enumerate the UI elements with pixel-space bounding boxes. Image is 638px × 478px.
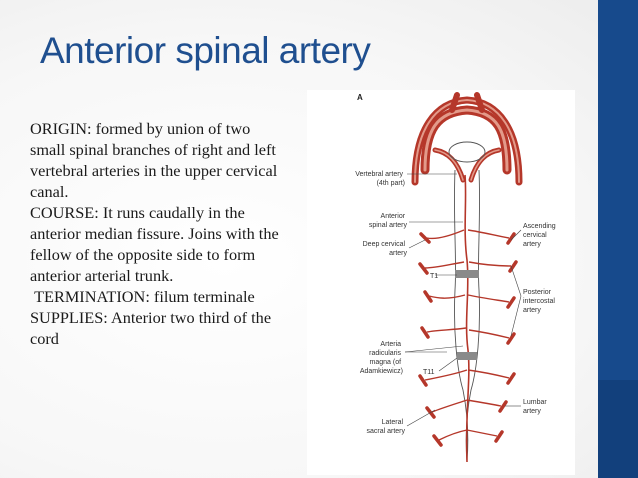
label-deep-cervical-artery: Deep cervical artery: [363, 241, 408, 257]
t11-segment-marker: [457, 352, 477, 360]
diagram-svg: A: [355, 92, 558, 463]
label-ascending-cervical-artery: Ascending cervical artery: [523, 223, 558, 248]
right-segmental-branches: [466, 229, 512, 437]
slide-title: Anterior spinal artery: [40, 30, 371, 71]
label-arteria-radicularis: Arteria radicularis magna (of Adamkiewic…: [360, 341, 403, 375]
panel-letter: A: [357, 93, 363, 102]
right-branch-caps: [494, 232, 518, 443]
left-branch-caps: [418, 232, 443, 447]
label-lumbar-artery: Lumbar artery: [523, 399, 549, 415]
label-lateral-sacral-artery: Lateral sacral artery: [366, 419, 405, 435]
paragraph-course: COURSE: It runs caudally in the anterior…: [30, 203, 279, 285]
vertebral-arch: [411, 92, 523, 186]
label-t11: T11: [423, 369, 435, 376]
paragraph-origin: ORIGIN: formed by union of two small spi…: [30, 119, 278, 201]
paragraph-termination: TERMINATION: filum terminale: [30, 287, 255, 306]
label-anterior-spinal-artery: Anterior spinal artery: [369, 213, 408, 229]
t1-segment-marker: [455, 270, 479, 278]
slide-body: ORIGIN: formed by union of two small spi…: [30, 118, 280, 349]
label-vertebral-artery: Vertebral artery (4th part): [355, 171, 405, 187]
side-accent-bar-lower: [598, 380, 638, 478]
spinal-artery-diagram: A: [307, 90, 575, 475]
label-posterior-intercostal-artery: Posterior intercostal artery: [523, 289, 557, 314]
label-leader-lines: [404, 173, 522, 427]
label-t1: T1: [430, 273, 438, 280]
paragraph-supplies: SUPPLIES: Anterior two third of the cord: [30, 308, 272, 348]
left-segmental-branches: [424, 229, 468, 441]
anterior-spinal-artery-vessel: [464, 174, 470, 463]
